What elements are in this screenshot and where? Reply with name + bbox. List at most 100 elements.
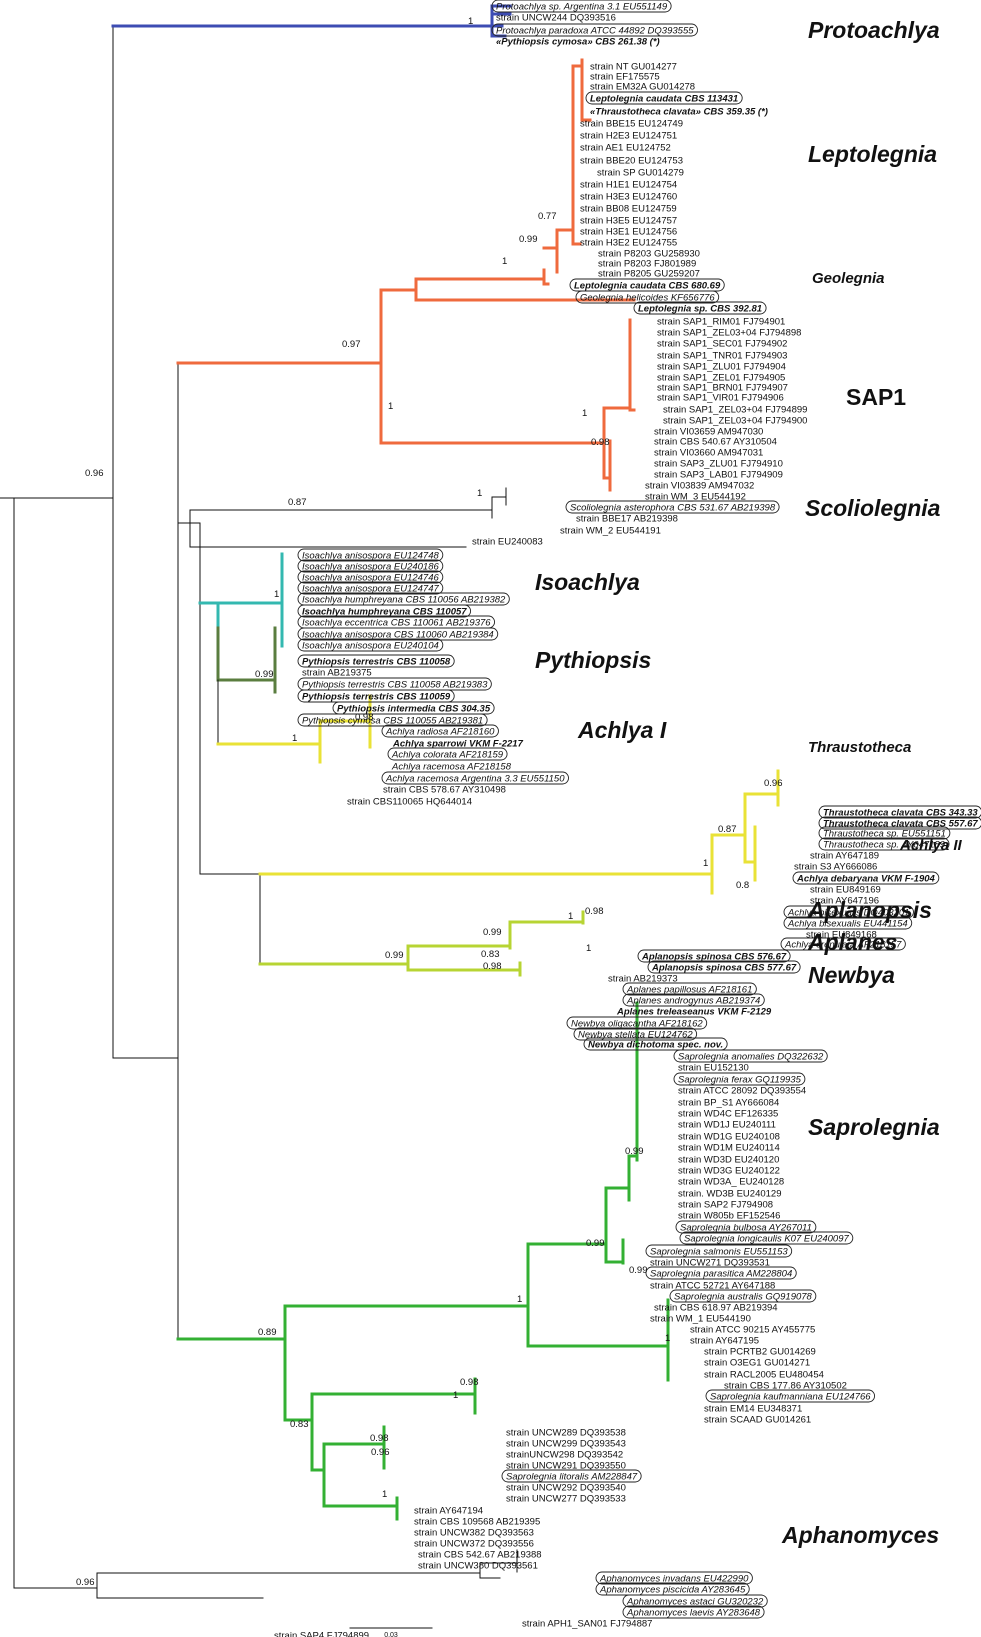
support-value: 1: [453, 1390, 458, 1401]
taxon-label: «Thraustotheca clavata» CBS 359.35 (*): [590, 107, 768, 118]
taxon-label: strain SAP2 FJ794908: [678, 1200, 773, 1211]
support-value: 0.99: [625, 1146, 644, 1157]
taxon-highlight-outline: [491, 0, 672, 13]
support-value: 1: [468, 16, 473, 27]
taxon-label: Isoachlya anisospora EU124746: [302, 573, 440, 584]
clade-name: Isoachlya: [535, 569, 640, 595]
clade-name: Protoachlya: [808, 17, 940, 43]
taxon-label: Aplanes treleaseanus VKM F-2129: [616, 1007, 772, 1018]
taxon-label: strain VI03660 AM947031: [654, 448, 763, 459]
support-value: 1: [502, 256, 507, 267]
taxon-label: strain WD1G EU240108: [678, 1132, 780, 1143]
taxon-label: Isoachlya eccentrica CBS 110061 AB219376: [302, 618, 491, 629]
taxon-label: strain SAP3_ZLU01 FJ794910: [654, 459, 783, 470]
taxon-label: strain H2E3 EU124751: [580, 131, 677, 142]
taxon-label: Saprolegnia longicaulis K07 EU240097: [684, 1234, 850, 1245]
taxon-label: strain BBE20 EU124753: [580, 156, 683, 167]
taxon-label: Saprolegnia ferax GQ119935: [678, 1075, 802, 1086]
taxon-label: Saprolegnia salmonis EU551153: [650, 1247, 788, 1258]
taxon-label: Saprolegnia litoralis AM228847: [506, 1472, 638, 1483]
taxon-label: strain SAP1_VIR01 FJ794906: [657, 393, 784, 404]
taxon-label: strain UNCW382 DQ393563: [414, 1528, 534, 1539]
taxon-label: Achlya bisexualis EU441154: [787, 919, 908, 930]
support-value: 0.96: [85, 468, 104, 479]
clade-name: Saprolegnia: [808, 1114, 940, 1140]
support-values: 10.770.9910.97110.980.960.87110.9910.980…: [76, 16, 783, 1588]
support-value: 0.97: [342, 339, 361, 350]
taxon-label: Achlya colorata AF218159: [391, 750, 504, 761]
taxon-label: strain EU240083: [472, 537, 543, 548]
taxon-label: Pythiopsis terrestris CBS 110058: [302, 657, 451, 668]
taxon-label: strain CBS 542.67 AB219388: [418, 1550, 542, 1561]
taxon-label: strain AB219373: [608, 974, 678, 985]
taxon-label: Geolegnia helicoides KF656776: [580, 293, 715, 304]
taxon-highlight-outline: [673, 1072, 806, 1086]
taxon-label: strain CBS 540.67 AY310504: [654, 437, 777, 448]
taxon-highlight-outline: [780, 937, 906, 951]
taxon-label: Pythiopsis intermedia CBS 304.35: [337, 704, 491, 715]
taxon-label: Thraustotheca sp. AY647189: [823, 840, 946, 851]
taxon-label: strain H3E3 EU124760: [580, 192, 677, 203]
support-value: 0.83: [481, 949, 500, 960]
support-value: 0.98: [585, 906, 604, 917]
taxon-label: strain O3EG1 GU014271: [704, 1358, 810, 1369]
taxon-label: Isoachlya anisospora EU240104: [302, 641, 439, 652]
taxon-highlight-outline: [647, 960, 801, 974]
clade-name: Pythiopsis: [535, 647, 651, 673]
taxon-label: Achlya debaryana VKM F-1904: [796, 874, 936, 885]
support-value: 1: [274, 589, 279, 600]
taxon-label: Thraustotheca clavata CBS 343.33: [823, 808, 978, 819]
taxon-label: strain NT GU014277: [590, 62, 677, 73]
taxon-label: Pythiopsis terrestris CBS 110058 AB21938…: [302, 680, 488, 691]
taxon-label: strain EF175575: [590, 72, 660, 83]
clade-name: Aphanomyces: [781, 1522, 939, 1548]
taxon-label: strain H1E1 EU124754: [580, 180, 677, 191]
taxon-label: Leptolegnia caudata CBS 680.69: [574, 281, 721, 292]
support-value: 0.99: [483, 927, 502, 938]
support-value: 0.87: [718, 824, 737, 835]
taxon-label: Achlya racemosa AF218158: [391, 762, 512, 773]
taxon-label: strain BP_S1 AY666084: [678, 1098, 779, 1109]
taxon-label: strain S3 AY666086: [794, 862, 877, 873]
taxon-label: strain BBE15 EU124749: [580, 119, 683, 130]
taxon-highlight-outline: [818, 816, 981, 830]
taxon-highlight-outline: [783, 916, 913, 930]
taxon-label: strain SAP1_ZEL03+04 FJ794899: [663, 405, 807, 416]
taxon-label: strain ATCC 90215 AY455775: [690, 1325, 815, 1336]
taxon-label: strain W805b EF152546: [678, 1211, 780, 1222]
taxon-label: strain AE1 EU124752: [580, 143, 671, 154]
taxon-label: strain CBS 578.67 AY310498: [383, 785, 506, 796]
clade-name: Achlya I: [577, 717, 667, 743]
taxon-label: strain PCRTB2 GU014269: [704, 1347, 816, 1358]
taxon-label: strain UNCW292 DQ393540: [506, 1483, 626, 1494]
taxon-label: Aplanes papillosus AF218161: [626, 985, 752, 996]
clade-name: Aplanes: [807, 929, 897, 955]
taxon-label: strain SAP1_TNR01 FJ794903: [657, 351, 787, 362]
taxon-label: strain SAP1_ZEL03+04 FJ794900: [663, 416, 807, 427]
support-value: 0.99: [586, 1238, 605, 1249]
taxon-label: strain SAP1_ZLU01 FJ794904: [657, 362, 786, 373]
leaf-labels: Protoachlya sp. Argentina 3.1 EU551149st…: [274, 0, 981, 1637]
support-value: 0.98: [460, 1377, 479, 1388]
taxon-label: Thraustotheca sp. EU551151: [823, 829, 946, 840]
clade-names: ProtoachlyaLeptolegniaGeolegniaSAP1Scoli…: [535, 17, 963, 1548]
taxon-label: strain WD4C EF126335: [678, 1109, 778, 1120]
taxon-label: Saprolegnia parasitica AM228804: [650, 1269, 792, 1280]
taxon-label: strain SAP1_BRN01 FJ794907: [657, 383, 788, 394]
taxon-label: Saprolegnia anomalies DQ322632: [678, 1052, 824, 1063]
taxon-label: Aplanopsis spinosa CBS 576.67: [641, 952, 787, 963]
taxon-label: Aplanopsis spinosa CBS 577.67: [651, 963, 797, 974]
taxon-label: strain WM_3 EU544192: [645, 492, 746, 503]
support-value: 0.89: [258, 1327, 277, 1338]
taxon-label: strain SAP4 FJ794899: [274, 1631, 369, 1637]
support-value: 1: [477, 488, 482, 499]
taxon-highlight-outline: [297, 627, 499, 641]
tree-branches: [0, 4, 780, 1629]
taxon-highlight-outline: [675, 1220, 817, 1234]
taxon-label: strain SCAAD GU014261: [704, 1415, 811, 1426]
taxon-label: strain WD3D EU240120: [678, 1155, 779, 1166]
taxon-label: strain UNCW299 DQ393543: [506, 1439, 626, 1450]
support-value: 0.99: [519, 234, 538, 245]
taxon-highlight-outline: [565, 500, 780, 514]
taxon-highlight-outline: [633, 301, 767, 315]
